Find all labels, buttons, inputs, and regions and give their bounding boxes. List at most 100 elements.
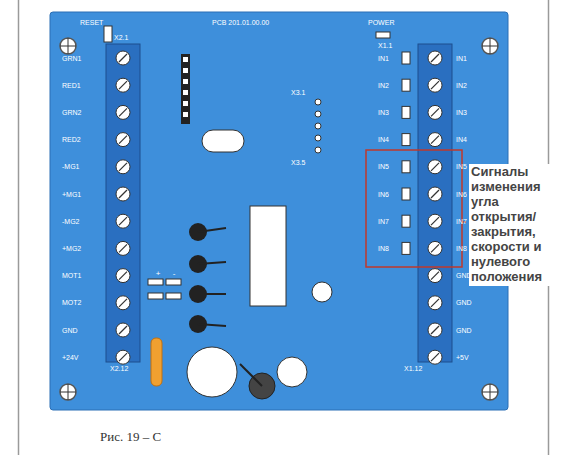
header-pins [183, 57, 188, 117]
pin-name: IN1 [456, 55, 467, 62]
x3-connector [315, 99, 321, 153]
pin-name: MOT1 [62, 272, 81, 279]
terminal-screw [116, 105, 130, 119]
terminal-screw [428, 78, 442, 92]
mounting-cross [60, 38, 498, 400]
silk-pad [402, 215, 410, 227]
terminal-screws [116, 51, 442, 364]
terminal-screw [116, 296, 130, 310]
screw-slot [119, 217, 127, 225]
terminal-screw [116, 350, 130, 364]
terminal-screw [116, 323, 130, 337]
relay [250, 206, 286, 306]
power-led [376, 32, 390, 38]
screw-slot [119, 108, 127, 116]
terminal-screw [428, 160, 442, 174]
pin-name: -MG2 [62, 218, 80, 225]
terminal-screw [428, 105, 442, 119]
pin-name: GND [456, 299, 472, 306]
screw-slot [431, 81, 439, 89]
pin-name: GND [62, 327, 78, 334]
quartz-crystal [202, 130, 244, 152]
signal-name: IN7 [378, 218, 389, 225]
screw-slot [431, 190, 439, 198]
terminal-screw [116, 160, 130, 174]
small-pads [148, 279, 181, 299]
pin-name: IN7 [456, 218, 467, 225]
connector-name: X2.1 [114, 34, 128, 41]
pin-name: RED2 [62, 136, 81, 143]
terminal-screw [116, 133, 130, 147]
pin-name: IN4 [456, 136, 467, 143]
buzzer [187, 347, 237, 397]
screw-slot [431, 299, 439, 307]
polarity-mark: - [173, 270, 176, 278]
pin-name: +MG2 [62, 245, 81, 252]
screw-slot [431, 272, 439, 280]
connector-name: X1.1 [378, 42, 392, 49]
terminal-screw [428, 350, 442, 364]
terminal-screw [116, 214, 130, 228]
mounting-holes [60, 38, 498, 400]
left-terminal-block [106, 44, 140, 362]
highlight-frame [366, 150, 462, 267]
screw-slot [119, 353, 127, 361]
silk-pad [402, 242, 410, 254]
terminal-screw [428, 133, 442, 147]
board-label: PCB 201.01.00.00 [212, 19, 269, 26]
terminal-screw [116, 78, 130, 92]
pin-name: GND [456, 327, 472, 334]
pin-name: MOT2 [62, 299, 81, 306]
terminal-screw [428, 269, 442, 283]
signal-name: IN5 [378, 163, 389, 170]
screw-slot [431, 54, 439, 62]
board-label: RESET [80, 19, 103, 26]
signal-name: IN6 [378, 191, 389, 198]
right-terminal-block [418, 44, 452, 362]
pin-name: GRN2 [62, 109, 81, 116]
screw-slot [431, 136, 439, 144]
signal-name: IN4 [378, 136, 389, 143]
terminal-screw [116, 241, 130, 255]
pin-name: GRN1 [62, 55, 81, 62]
screw-slot [431, 163, 439, 171]
screw-slot [431, 217, 439, 225]
terminal-screw [116, 187, 130, 201]
screw-slot [119, 244, 127, 252]
terminal-screw [428, 187, 442, 201]
screw-slot [119, 272, 127, 280]
pin-name: IN3 [456, 109, 467, 116]
silk-pad [402, 188, 410, 200]
signal-name: IN8 [378, 245, 389, 252]
screw-slot [119, 299, 127, 307]
silk-pad [402, 161, 410, 173]
screw-slot [431, 326, 439, 334]
pin-name: RED1 [62, 82, 81, 89]
pcb-board [50, 12, 508, 410]
connector-name: X2.12 [110, 365, 128, 372]
pin-name: IN2 [456, 82, 467, 89]
screw-slot [119, 54, 127, 62]
silk-pad [402, 79, 410, 91]
terminal-screw [116, 269, 130, 283]
screw-slot [431, 353, 439, 361]
signal-name: IN3 [378, 109, 389, 116]
component-lead [240, 364, 262, 386]
terminal-screw [116, 51, 130, 65]
connector-name: X3.5 [291, 159, 305, 166]
screw-slot [119, 136, 127, 144]
figure-caption: Рис. 19 – С [100, 430, 161, 443]
silk-pad [402, 52, 410, 64]
terminal-screw [428, 296, 442, 310]
round-component [277, 357, 307, 387]
round-component [312, 282, 332, 302]
screw-slot [119, 326, 127, 334]
silk-pad [402, 106, 410, 118]
pin-name: IN6 [456, 191, 467, 198]
pin-name: +24V [62, 354, 79, 361]
silk-pad [402, 134, 410, 146]
pin-name: +5V [456, 354, 469, 361]
signal-name: IN1 [378, 55, 389, 62]
terminal-screw [428, 214, 442, 228]
screw-slot [431, 244, 439, 252]
